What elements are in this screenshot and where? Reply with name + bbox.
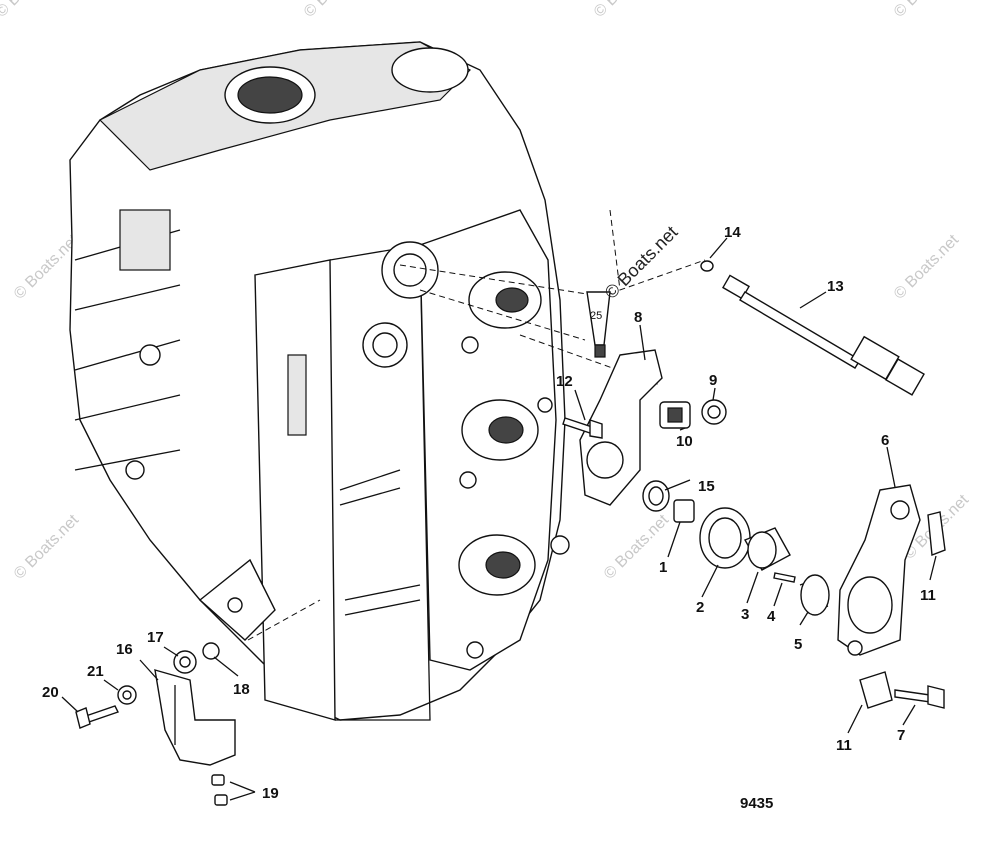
- callout-label: 8: [634, 309, 642, 326]
- temperature-sender-part: [722, 274, 925, 396]
- alignment-lines: [247, 209, 706, 641]
- callout-label: 13: [827, 278, 844, 295]
- callout-label: 11: [920, 587, 936, 604]
- sealant-tube-part: 25: [586, 291, 611, 358]
- callout-label: 6: [881, 432, 889, 449]
- callout-label: 11: [836, 737, 852, 754]
- watermark: © Boats.net: [891, 0, 963, 21]
- bolt-part: [562, 417, 603, 439]
- watermark: © Boats.net: [11, 511, 83, 583]
- callout-label: 9: [709, 372, 717, 389]
- parts-group: 25: [562, 260, 946, 709]
- callout-label: 10: [676, 433, 693, 450]
- callout-numbers: 14 13 8 9 12 10 15 1 2 3 4 5 6 11 11 7 1…: [42, 224, 936, 802]
- figure-number: 9435: [740, 795, 773, 812]
- callout-label: 18: [233, 681, 250, 698]
- callout-label: 19: [262, 785, 279, 802]
- callout-label: 21: [87, 663, 104, 680]
- callout-label: 15: [698, 478, 715, 495]
- bracket-part: [154, 669, 236, 766]
- callout-label: 1: [659, 559, 667, 576]
- watermark: © Boats.net: [591, 0, 663, 21]
- callout-label: 20: [42, 684, 59, 701]
- callout-label: 5: [794, 636, 802, 653]
- watermark: © Boats.net: [301, 0, 373, 21]
- callout-label: 17: [147, 629, 164, 646]
- tube-label: 25: [590, 310, 602, 322]
- callout-label: 7: [897, 727, 905, 744]
- callout-label: 2: [696, 599, 704, 616]
- callout-label: 16: [116, 641, 133, 658]
- callout-label: 3: [741, 606, 749, 623]
- valve-part: [659, 401, 691, 429]
- callout-label: 4: [767, 608, 776, 625]
- watermark: © Boats.net: [891, 231, 963, 303]
- powerhead-block: [69, 41, 570, 721]
- bracket-group: [75, 642, 236, 806]
- o-ring-part: [700, 260, 714, 272]
- callout-label: 12: [556, 373, 573, 390]
- watermark: © Boats.net: [0, 0, 65, 21]
- callout-label: 14: [724, 224, 741, 241]
- leader-lines: [61, 237, 937, 801]
